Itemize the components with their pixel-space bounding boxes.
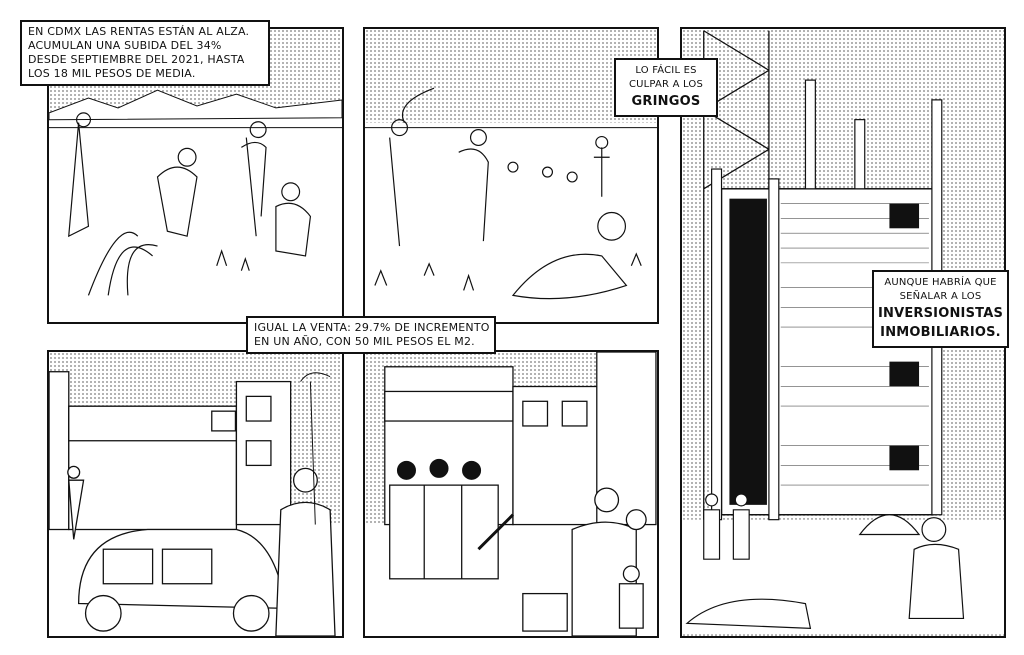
caption-line: IGUAL LA VENTA: 29.7% DE INCREMENTO (254, 321, 490, 334)
caption-line: EN UN AÑO, CON 50 MIL PESOS EL M2. (254, 335, 475, 348)
caption-emphasis: INMOBILIARIOS. (880, 325, 1001, 340)
caption-emphasis: GRINGOS (631, 94, 701, 109)
caption-blame-gringos: LO FÁCIL ES CULPAR A LOS GRINGOS (614, 58, 718, 117)
caption-line: ACUMULAN UNA SUBIDA DEL 34% (28, 39, 222, 52)
caption-line: EN CDMX LAS RENTAS ESTÁN AL ALZA. (28, 25, 250, 38)
caption-sale-increase: IGUAL LA VENTA: 29.7% DE INCREMENTO EN U… (246, 316, 496, 354)
caption-real-estate-investors: AUNQUE HABRÍA QUE SEÑALAR A LOS INVERSIO… (872, 270, 1009, 348)
eviction-illustration (365, 352, 657, 636)
caption-line: DESDE SEPTIEMBRE DEL 2021, HASTA (28, 53, 245, 66)
street-illustration (49, 371, 342, 636)
field-illustration (49, 89, 342, 322)
caption-line: AUNQUE HABRÍA QUE (884, 277, 997, 288)
caption-emphasis: INVERSIONISTAS (877, 306, 1004, 321)
caption-line: CULPAR A LOS (628, 79, 704, 90)
caption-line: SEÑALAR A LOS (899, 291, 982, 302)
labor-illustration (365, 87, 657, 322)
caption-line: LOS 18 MIL PESOS DE MEDIA. (28, 67, 196, 80)
panel-4-street-car (47, 350, 344, 638)
caption-line: LO FÁCIL ES (635, 65, 697, 76)
panel-3-construction-site (680, 27, 1006, 638)
panel-5-eviction (363, 350, 659, 638)
panel-2-field-labor (363, 27, 659, 324)
construction-illustration (682, 30, 1004, 635)
caption-rent-increase: EN CDMX LAS RENTAS ESTÁN AL ALZA. ACUMUL… (20, 20, 270, 86)
